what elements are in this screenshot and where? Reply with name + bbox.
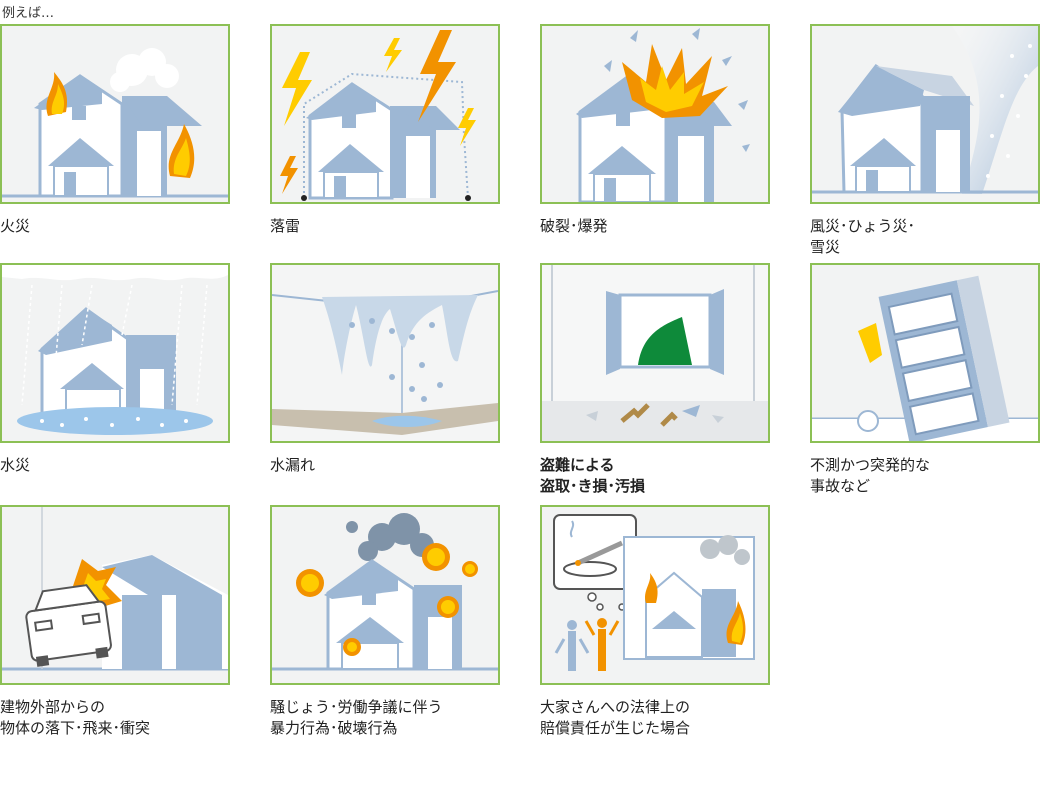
card-fire: 火災 — [0, 24, 230, 237]
card-image — [0, 505, 230, 685]
card-image — [0, 24, 230, 204]
card-theft: 盗難による 盗取･き損･汚損 — [540, 263, 770, 497]
card-image — [270, 263, 500, 443]
water-leak-icon — [272, 290, 498, 435]
card-label: 火災 — [0, 217, 31, 235]
card-image — [540, 263, 770, 443]
riot-icon — [272, 513, 498, 671]
card-image — [540, 505, 770, 685]
flood-icon — [2, 265, 228, 435]
card-image — [270, 505, 500, 685]
card-label: 建物外部からの 物体の落下･飛来･衝突 — [0, 698, 151, 737]
card-label: 落雷 — [270, 217, 301, 235]
card-leak: 水漏れ — [270, 263, 500, 476]
card-riot: 騒じょう･労働争議に伴う 暴力行為･破壊行為 — [270, 505, 500, 739]
card-impact: 建物外部からの 物体の落下･飛来･衝突 — [0, 505, 230, 739]
card-label: 風災･ひょう災･ 雪災 — [810, 217, 916, 256]
card-image — [810, 24, 1040, 204]
card-label: 不測かつ突発的な 事故など — [810, 456, 931, 495]
cigarette-fire-icon — [553, 514, 755, 671]
card-image — [810, 263, 1040, 443]
intro-text: 例えば… — [2, 6, 55, 21]
card-explosion: 破裂･爆発 — [540, 24, 770, 237]
falling-cabinet-icon — [812, 275, 1038, 441]
card-image — [540, 24, 770, 204]
car-crash-icon — [2, 507, 228, 671]
card-image — [0, 263, 230, 443]
card-flood: 水災 — [0, 263, 230, 476]
card-label: 大家さんへの法律上の 賠償責任が生じた場合 — [540, 698, 691, 737]
explosion-icon — [576, 28, 750, 202]
card-liability: 大家さんへの法律上の 賠償責任が生じた場合 — [540, 505, 770, 739]
card-label: 騒じょう･労働争議に伴う 暴力行為･破壊行為 — [270, 698, 443, 737]
card-label: 盗難による 盗取･き損･汚損 — [540, 456, 646, 495]
card-lightning: 落雷 — [270, 24, 500, 237]
card-label: 水災 — [0, 456, 31, 474]
house-fire-icon — [2, 48, 228, 198]
card-image — [270, 24, 500, 204]
card-label: 水漏れ — [270, 456, 316, 474]
card-label: 破裂･爆発 — [540, 217, 608, 235]
storm-icon — [812, 26, 1038, 194]
lightning-icon — [280, 30, 476, 201]
card-accident: 不測かつ突発的な 事故など — [810, 263, 1040, 497]
broken-window-icon — [542, 265, 768, 441]
card-storm: 風災･ひょう災･ 雪災 — [810, 24, 1040, 258]
